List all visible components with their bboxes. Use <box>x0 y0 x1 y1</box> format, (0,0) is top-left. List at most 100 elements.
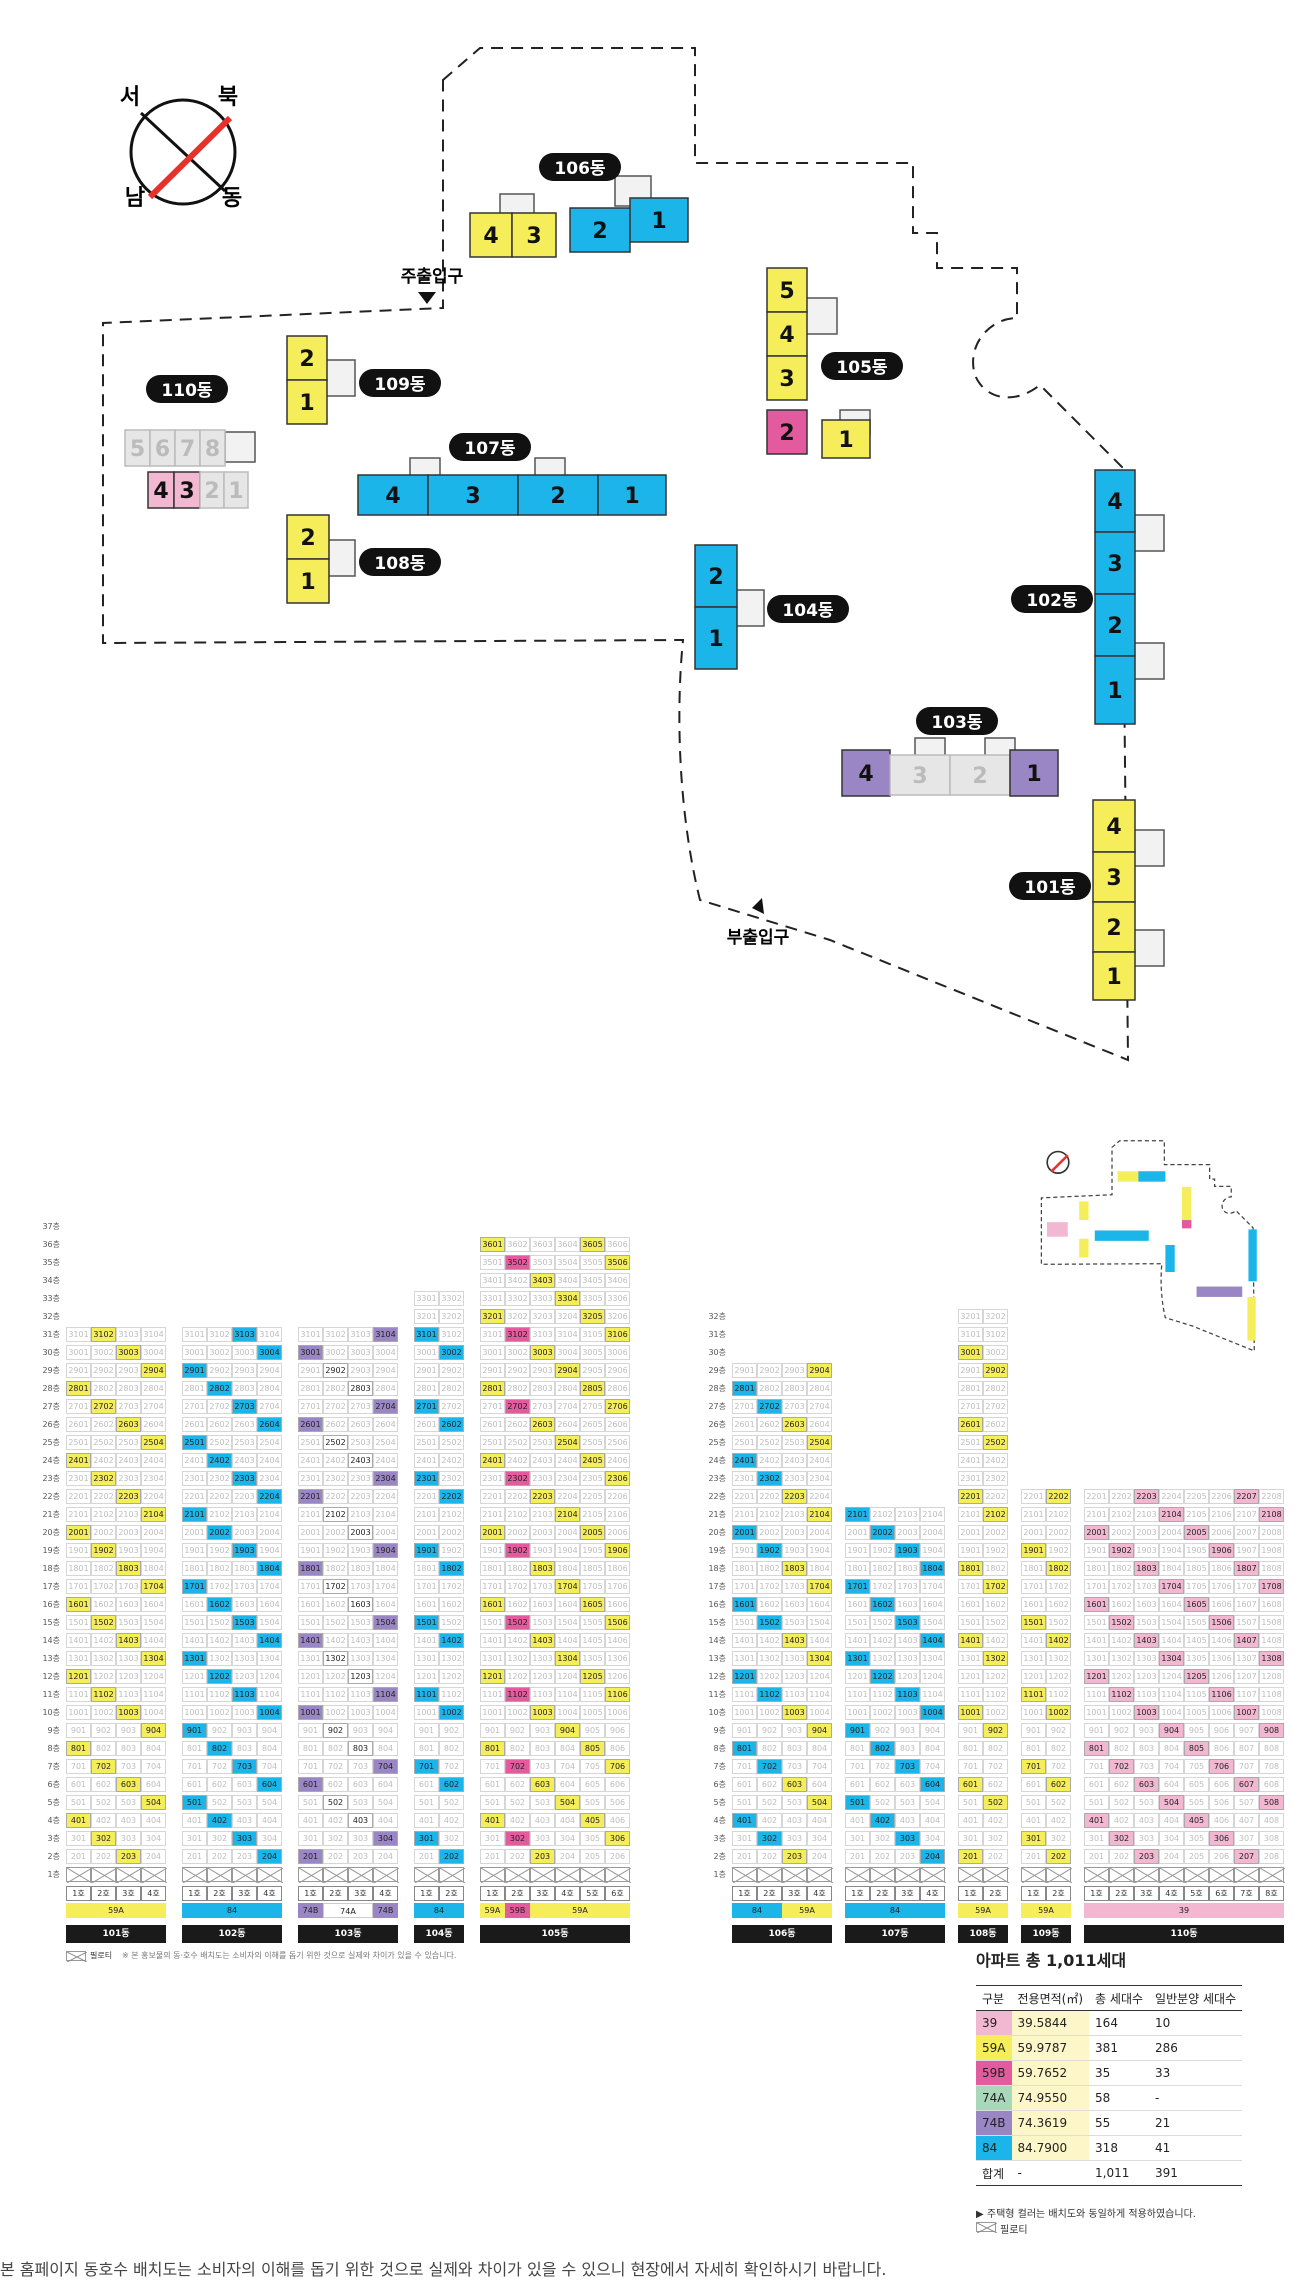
unit-cell[interactable]: 1803 <box>782 1561 807 1576</box>
unit-cell[interactable]: 302 <box>439 1831 464 1846</box>
unit-cell[interactable]: 3101 <box>480 1327 505 1342</box>
unit-cell[interactable]: 803 <box>1134 1741 1159 1756</box>
unit-cell[interactable]: 3404 <box>555 1273 580 1288</box>
unit-cell[interactable]: 1102 <box>505 1687 530 1702</box>
unit-cell[interactable]: 3006 <box>605 1345 630 1360</box>
unit-cell[interactable]: 3004 <box>555 1345 580 1360</box>
unit-cell[interactable]: 1406 <box>605 1633 630 1648</box>
unit-cell[interactable]: 3003 <box>116 1345 141 1360</box>
unit-cell[interactable]: 302 <box>1046 1831 1071 1846</box>
unit-cell[interactable]: 2002 <box>870 1525 895 1540</box>
unit-cell[interactable]: 2702 <box>207 1399 232 1414</box>
unit-cell[interactable]: 1404 <box>373 1633 398 1648</box>
unit-cell[interactable]: 1302 <box>207 1651 232 1666</box>
unit-cell[interactable]: 2201 <box>732 1489 757 1504</box>
unit-cell[interactable]: 2404 <box>373 1453 398 1468</box>
unit-cell[interactable]: 2802 <box>207 1381 232 1396</box>
unit-cell[interactable]: 1402 <box>983 1633 1008 1648</box>
unit-cell[interactable]: 206 <box>605 1849 630 1864</box>
unit-cell[interactable]: 2602 <box>91 1417 116 1432</box>
unit-cell[interactable]: 2004 <box>920 1525 945 1540</box>
unit-cell[interactable]: 803 <box>348 1741 373 1756</box>
unit-cell[interactable]: 1403 <box>1134 1633 1159 1648</box>
unit-cell[interactable]: 2303 <box>232 1471 257 1486</box>
unit-cell[interactable]: 3002 <box>207 1345 232 1360</box>
unit-cell[interactable]: 1901 <box>414 1543 439 1558</box>
unit-cell[interactable]: 3506 <box>605 1255 630 1270</box>
unit-cell[interactable]: 2703 <box>782 1399 807 1414</box>
unit-cell[interactable]: 2401 <box>732 1453 757 1468</box>
unit-cell[interactable]: 1304 <box>257 1651 282 1666</box>
unit-cell[interactable]: 301 <box>182 1831 207 1846</box>
unit-cell[interactable]: 1202 <box>983 1669 1008 1684</box>
unit-cell[interactable]: 1501 <box>1021 1615 1046 1630</box>
unit-cell[interactable]: 2201 <box>480 1489 505 1504</box>
unit-cell[interactable]: 1703 <box>530 1579 555 1594</box>
unit-cell[interactable]: 2906 <box>605 1363 630 1378</box>
unit-cell[interactable]: 2101 <box>298 1507 323 1522</box>
unit-cell[interactable]: 1302 <box>323 1651 348 1666</box>
unit-cell[interactable]: 1901 <box>845 1543 870 1558</box>
unit-cell[interactable]: 1201 <box>66 1669 91 1684</box>
unit-cell[interactable]: 2902 <box>439 1363 464 1378</box>
unit-cell[interactable]: 1906 <box>605 1543 630 1558</box>
unit-cell[interactable]: 2801 <box>480 1381 505 1396</box>
unit-cell[interactable]: 3103 <box>530 1327 555 1342</box>
unit-cell[interactable]: 2304 <box>257 1471 282 1486</box>
unit-cell[interactable]: 1601 <box>958 1597 983 1612</box>
unit-cell[interactable]: 1604 <box>555 1597 580 1612</box>
unit-cell[interactable]: 302 <box>983 1831 1008 1846</box>
unit-cell[interactable]: 1301 <box>480 1651 505 1666</box>
unit-cell[interactable]: 702 <box>323 1759 348 1774</box>
unit-cell[interactable]: 2406 <box>605 1453 630 1468</box>
unit-cell[interactable]: 2703 <box>116 1399 141 1414</box>
unit-cell[interactable]: 1202 <box>757 1669 782 1684</box>
unit-cell[interactable]: 2202 <box>1046 1489 1071 1504</box>
unit-cell[interactable]: 1402 <box>870 1633 895 1648</box>
unit-cell[interactable]: 1803 <box>232 1561 257 1576</box>
unit-cell[interactable]: 1401 <box>298 1633 323 1648</box>
unit-cell[interactable]: 203 <box>530 1849 555 1864</box>
unit-cell[interactable]: 2803 <box>530 1381 555 1396</box>
unit-cell[interactable]: 1202 <box>323 1669 348 1684</box>
unit-cell[interactable]: 3301 <box>480 1291 505 1306</box>
unit-cell[interactable]: 1304 <box>920 1651 945 1666</box>
unit-cell[interactable]: 607 <box>1234 1777 1259 1792</box>
unit-cell[interactable]: 204 <box>141 1849 166 1864</box>
unit-cell[interactable]: 1502 <box>870 1615 895 1630</box>
unit-cell[interactable]: 1604 <box>141 1597 166 1612</box>
unit-cell[interactable]: 603 <box>782 1777 807 1792</box>
unit-cell[interactable]: 604 <box>373 1777 398 1792</box>
unit-cell[interactable]: 301 <box>1021 1831 1046 1846</box>
unit-cell[interactable]: 1102 <box>207 1687 232 1702</box>
unit-cell[interactable]: 2401 <box>182 1453 207 1468</box>
unit-cell[interactable]: 2102 <box>323 1507 348 1522</box>
unit-cell[interactable]: 2802 <box>91 1381 116 1396</box>
unit-cell[interactable]: 602 <box>505 1777 530 1792</box>
unit-cell[interactable]: 2002 <box>757 1525 782 1540</box>
unit-cell[interactable]: 603 <box>116 1777 141 1792</box>
unit-cell[interactable]: 2901 <box>414 1363 439 1378</box>
unit-cell[interactable]: 501 <box>732 1795 757 1810</box>
unit-cell[interactable]: 2503 <box>348 1435 373 1450</box>
unit-cell[interactable]: 1703 <box>1134 1579 1159 1594</box>
unit-cell[interactable]: 2006 <box>1209 1525 1234 1540</box>
unit-cell[interactable]: 2202 <box>757 1489 782 1504</box>
unit-cell[interactable]: 605 <box>580 1777 605 1792</box>
unit-cell[interactable]: 1106 <box>1209 1687 1234 1702</box>
unit-cell[interactable]: 502 <box>91 1795 116 1810</box>
unit-cell[interactable]: 304 <box>373 1831 398 1846</box>
unit-cell[interactable]: 2203 <box>530 1489 555 1504</box>
unit-cell[interactable]: 202 <box>757 1849 782 1864</box>
unit-cell[interactable]: 1302 <box>870 1651 895 1666</box>
unit-cell[interactable]: 1704 <box>555 1579 580 1594</box>
unit-cell[interactable]: 901 <box>1021 1723 1046 1738</box>
unit-cell[interactable]: 2601 <box>66 1417 91 1432</box>
unit-cell[interactable]: 2001 <box>66 1525 91 1540</box>
unit-cell[interactable]: 603 <box>1134 1777 1159 1792</box>
unit-cell[interactable]: 2701 <box>182 1399 207 1414</box>
unit-cell[interactable]: 1202 <box>207 1669 232 1684</box>
